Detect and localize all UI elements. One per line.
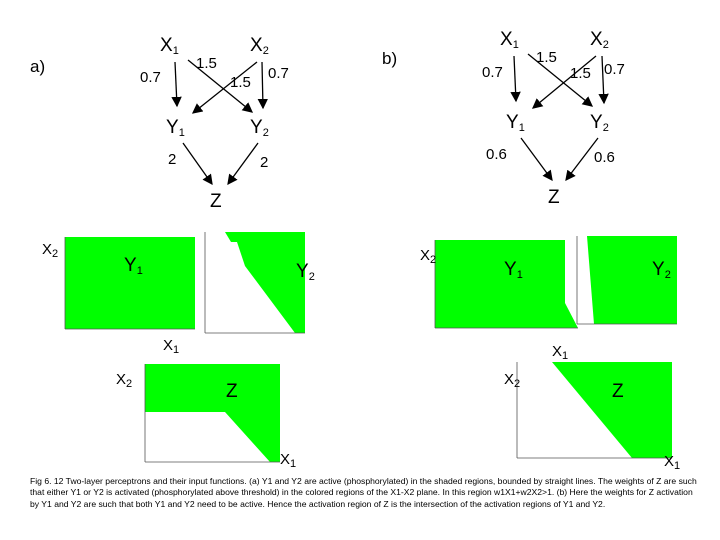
arrow-x1-y1-b <box>510 55 521 103</box>
plot-a-z-region <box>145 364 280 462</box>
arrow-y2-z-b <box>565 137 599 182</box>
weight-x2-y2-b: 0.7 <box>604 61 625 78</box>
plot-a-z-title: Z <box>226 381 238 402</box>
node-y1-b: Y1 <box>506 112 525 134</box>
arrow-y1-z-a <box>182 142 213 186</box>
node-z-a: Z <box>210 191 222 212</box>
arrow-x1-y2-b <box>527 53 594 107</box>
arrow-x2-y2-b <box>598 55 609 105</box>
weight-x1-y1-b: 0.7 <box>482 64 503 81</box>
plot-b-y2-region <box>587 236 677 324</box>
plot-a-z-ylabel: X2 <box>116 371 133 390</box>
plot-b-y1-ylabel: X2 <box>420 247 437 266</box>
arrow-x1-y2-a <box>187 59 254 113</box>
plot-b-z-xlabel: X1 <box>664 453 681 472</box>
weight-x1-y1-a: 0.7 <box>140 69 161 86</box>
plot-a-y1 <box>64 237 195 330</box>
node-x1-b: X1 <box>500 29 519 51</box>
arrow-y1-z-b <box>520 137 553 182</box>
panel-b-label: b) <box>382 49 398 68</box>
plot-a-y2 <box>204 232 305 334</box>
plot-b-z-ylabel: X2 <box>504 371 521 390</box>
plot-b-y1-title: Y1 <box>504 259 523 281</box>
arrow-x1-y1-a <box>171 61 182 108</box>
arrow-x2-y1-b <box>531 55 597 109</box>
node-y2-a: Y2 <box>250 117 269 139</box>
plot-b-y1-xlabel: X1 <box>552 343 569 362</box>
weight-y1-z-a: 2 <box>168 151 177 168</box>
plot-a-z-xlabel: X1 <box>280 451 297 470</box>
arrow-y2-z-a <box>227 142 259 186</box>
weight-x2-y2-a: 0.7 <box>268 65 289 82</box>
plot-a-y1-title: Y1 <box>124 255 143 277</box>
arrow-x2-y1-a <box>191 61 258 114</box>
weight-x1-y2-a: 1.5 <box>196 55 217 72</box>
plot-b-z <box>516 362 672 459</box>
plot-b-z-region <box>552 362 672 458</box>
weight-y2-z-a: 2 <box>260 154 269 171</box>
weight-x2-y1-b: 1.5 <box>570 65 591 82</box>
node-x1-a: X1 <box>160 35 179 57</box>
weight-y1-z-b: 0.6 <box>486 146 507 163</box>
plot-b-y1-region <box>435 240 578 328</box>
plot-a-y2-title: Y2 <box>296 261 315 283</box>
panel-a-label: a) <box>30 57 46 76</box>
weight-x1-y2-b: 1.5 <box>536 49 557 66</box>
plot-a-y1-ylabel: X2 <box>42 241 59 260</box>
arrow-x2-y2-a <box>257 61 269 110</box>
plot-a-z <box>144 364 280 463</box>
node-x2-b: X2 <box>590 29 609 51</box>
node-y1-a: Y1 <box>166 117 185 139</box>
figure-caption: Fig 6. 12 Two-layer perceptrons and thei… <box>30 476 697 509</box>
node-y2-b: Y2 <box>590 112 609 134</box>
plot-a-y2-region <box>225 232 305 333</box>
plot-b-z-title: Z <box>612 381 624 402</box>
plot-b-y1 <box>434 240 578 329</box>
plot-b-y2-title: Y2 <box>652 259 671 281</box>
plot-a-y1-region <box>65 237 195 329</box>
plot-b-y2 <box>576 236 677 325</box>
node-x2-a: X2 <box>250 35 269 57</box>
node-z-b: Z <box>548 187 560 208</box>
weight-y2-z-b: 0.6 <box>594 149 615 166</box>
plot-a-y1-xlabel: X1 <box>163 337 180 356</box>
